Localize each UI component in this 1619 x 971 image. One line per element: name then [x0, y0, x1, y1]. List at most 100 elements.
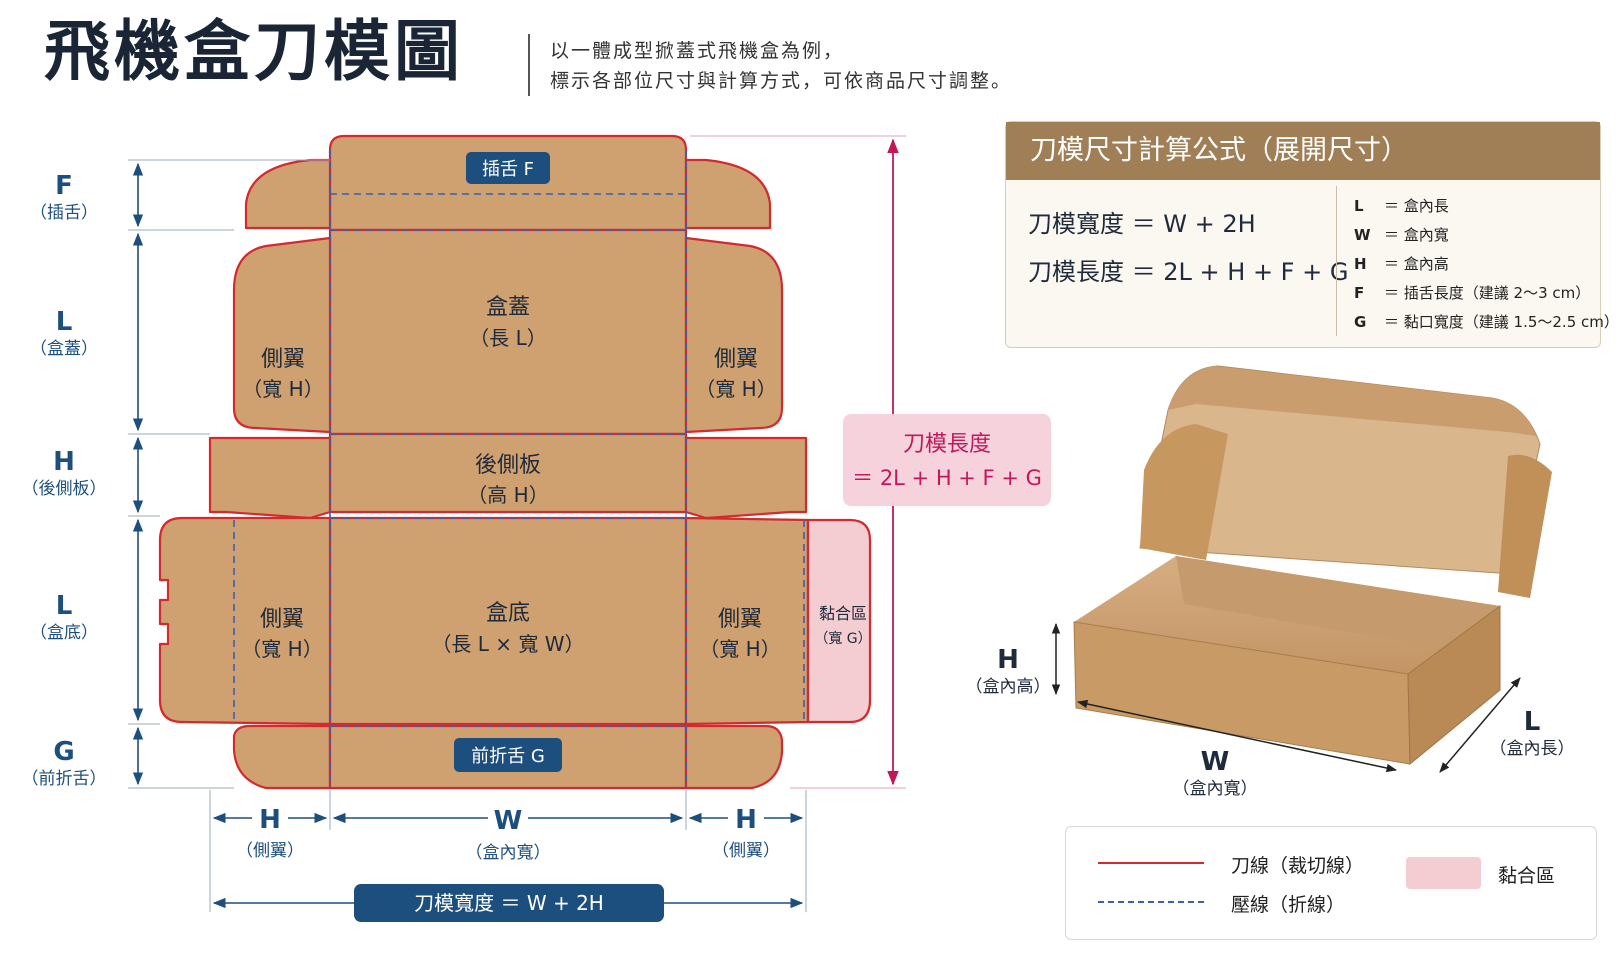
glue-area-piece	[806, 518, 872, 724]
dim-l-bottom-letter: L	[56, 591, 73, 621]
bottom-right-wing-label: 側翼	[718, 607, 762, 632]
insert-tab-badge	[466, 152, 550, 184]
dim-h-back-label: （後側板）	[22, 479, 107, 499]
formula-panel: 刀模尺寸計算公式（展開尺寸） 刀模寬度 ＝ W + 2H 刀模長度 ＝ 2L +…	[1005, 121, 1619, 348]
left-dimension-labels: F （插舌） L （盒蓋） H （後側板） L （盒底） G （前折舌）	[22, 171, 107, 789]
dim-l-lid-letter: L	[56, 307, 73, 337]
front-fold-label: 前折舌 G	[471, 746, 545, 767]
var-row-f: F＝ 插舌長度（建議 2～3 cm）	[1354, 279, 1619, 308]
formula-divider	[1336, 186, 1337, 336]
back-panel-left-flap	[208, 436, 332, 520]
die-length-label-2: ＝ 2L + H + F + G	[852, 466, 1042, 490]
box-w-arrow	[1076, 699, 1398, 773]
lid-left-wing-label: 側翼	[261, 347, 305, 372]
box-l-letter: L	[1524, 707, 1541, 737]
die-width-label: 刀模寬度 ＝ W + 2H	[414, 891, 604, 915]
var-row-w: W ＝ 盒內寬	[1354, 221, 1619, 250]
box-h-label: （盒內高）	[966, 677, 1051, 697]
dim-g-letter: G	[53, 737, 74, 767]
legend-cut-line-label: 刀線（裁切線）	[1231, 855, 1365, 877]
back-panel-piece	[328, 432, 688, 514]
var-key-f: F	[1354, 284, 1365, 302]
var-desc-w: ＝ 盒內寬	[1384, 226, 1449, 244]
var-row-l: L ＝ 盒內長	[1354, 192, 1619, 221]
dim-g-label: （前折舌）	[22, 769, 107, 789]
dim-l-lid-label: （盒蓋）	[30, 339, 98, 359]
box-3d-labels: H （盒內高） W （盒內寬） L （盒內長）	[966, 645, 1575, 799]
dim-w-letter: W	[494, 806, 523, 836]
legend-fold-line-swatch	[1098, 901, 1204, 903]
bottom-left-wing	[158, 516, 332, 726]
dim-f-letter: F	[55, 171, 73, 201]
front-fold-badge	[454, 738, 562, 772]
die-length-badge	[843, 414, 1051, 506]
formula-title: 刀模尺寸計算公式（展開尺寸）	[1006, 122, 1600, 180]
formula-equations: 刀模寬度 ＝ W + 2H 刀模長度 ＝ 2L + H + F + G	[1028, 200, 1348, 296]
die-length-label-1: 刀模長度	[903, 432, 991, 457]
lid-right-wing-label: 側翼	[714, 347, 758, 372]
width-formula: 刀模寬度 ＝ W + 2H	[1028, 210, 1256, 238]
legend-glue-area-swatch	[1406, 857, 1481, 889]
bottom-piece	[328, 516, 688, 726]
legend-cut-line-swatch	[1098, 862, 1204, 864]
legend: 刀線（裁切線） 壓線（折線） 黏合區	[1065, 826, 1597, 940]
var-key-h: H	[1354, 255, 1367, 273]
front-fold-piece	[232, 724, 332, 790]
bottom-left-wing-sub: （寬 H）	[241, 637, 322, 661]
bottom-sub-label: （長 L × 寬 W）	[431, 632, 584, 656]
var-key-w: W	[1354, 226, 1371, 244]
var-key-l: L	[1354, 197, 1364, 215]
dim-h-left-letter: H	[259, 805, 281, 835]
box-l-arrow	[1439, 677, 1521, 773]
bottom-label: 盒底	[486, 601, 530, 626]
subtitle-line-2: 標示各部位尺寸與計算方式，可依商品尺寸調整。	[550, 70, 1013, 92]
lid-right-wing-sub: （寬 H）	[695, 377, 776, 401]
page-subtitle: 以一體成型掀蓋式飛機盒為例， 標示各部位尺寸與計算方式，可依商品尺寸調整。	[550, 36, 1012, 96]
box-3d-dimensions	[1051, 622, 1521, 773]
back-panel-label: 後側板	[475, 453, 541, 478]
dim-l-bottom-label: （盒底）	[30, 623, 98, 643]
title-separator	[528, 34, 530, 96]
lid-sub-label: （長 L）	[469, 326, 547, 350]
var-desc-l: ＝ 盒內長	[1384, 197, 1449, 215]
length-formula: 刀模長度 ＝ 2L + H + F + G	[1028, 258, 1349, 286]
left-dimensions	[128, 159, 330, 789]
lid-piece	[328, 228, 688, 436]
die-width-badge	[354, 884, 664, 922]
dim-h-left-label: （側翼）	[236, 841, 304, 861]
legend-fold-line-label: 壓線（折線）	[1231, 894, 1346, 916]
top-right-flap	[684, 158, 772, 230]
dim-h-back-letter: H	[53, 447, 75, 477]
lid-right-wing	[684, 236, 784, 434]
box-lid-top-edge	[1168, 366, 1536, 436]
bottom-right-wing-sub: （寬 H）	[699, 637, 780, 661]
dim-f-label: （插舌）	[30, 203, 98, 223]
var-row-h: H＝ 盒內高	[1354, 250, 1619, 279]
box-lid-right-flap	[1498, 454, 1552, 598]
lid-label: 盒蓋	[486, 295, 530, 320]
box-l-label: （盒內長）	[1490, 739, 1575, 759]
dim-h-right-label: （側翼）	[712, 841, 780, 861]
insert-tab-label: 插舌 F	[482, 159, 534, 180]
subtitle-line-1: 以一體成型掀蓋式飛機盒為例，	[550, 40, 845, 62]
box-base-inner-back-wall	[1176, 556, 1500, 656]
lid-left-wing-sub: （寬 H）	[242, 377, 323, 401]
var-desc-g: ＝ 黏口寬度（建議 1.5～2.5 cm）	[1384, 313, 1619, 331]
lid-left-wing	[232, 236, 332, 434]
box-w-letter: W	[1201, 747, 1230, 777]
box-h-letter: H	[997, 645, 1019, 675]
var-row-g: G＝ 黏口寬度（建議 1.5～2.5 cm）	[1354, 308, 1619, 337]
box-lid-left-flap	[1140, 424, 1228, 560]
front-fold-right	[684, 724, 784, 790]
box-3d-illustration	[1073, 365, 1552, 766]
legend-glue-area-label: 黏合區	[1498, 865, 1556, 887]
dim-h-right-letter: H	[735, 805, 757, 835]
formula-variables: L＝ 盒內長 W＝ 盒內寬 H＝ 盒內高 F＝ 插舌長度（建議 2～3 cm） …	[1354, 192, 1619, 337]
bottom-dimension-labels: H （側翼） W （盒內寬） H （側翼）	[236, 805, 780, 863]
back-panel-sub-label: （高 H）	[467, 483, 548, 507]
back-panel-right-flap	[684, 436, 808, 520]
page-title: 飛機盒刀模圖	[44, 12, 464, 90]
fold-lines	[233, 150, 805, 788]
bottom-left-wing-label: 側翼	[260, 607, 304, 632]
